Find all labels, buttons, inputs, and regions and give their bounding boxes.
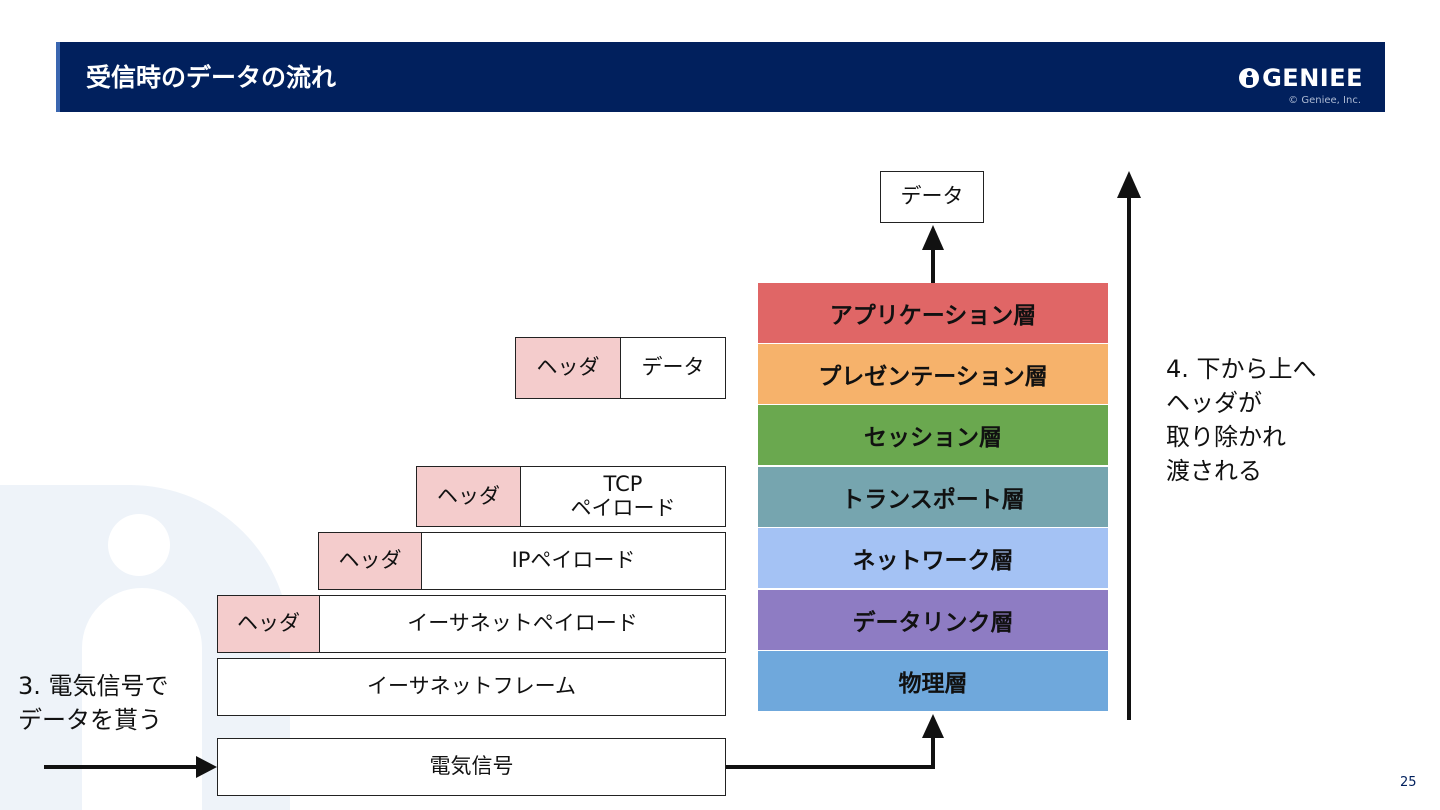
left-note-line1: 3. 電気信号で <box>18 672 169 700</box>
signal-to-physical-head <box>922 714 944 738</box>
osi-layer-4: トランスポート層 <box>758 467 1108 527</box>
row4-ethernet-payload-box: イーサネットペイロード <box>319 595 726 653</box>
geniee-logo-icon <box>1239 68 1260 88</box>
top-data-box: データ <box>880 171 984 223</box>
row3-ip-payload-box: IPペイロード <box>421 532 726 590</box>
row2-header-box: ヘッダ <box>416 466 521 527</box>
background-person-body <box>82 588 202 810</box>
copyright: © Geniee, Inc. <box>1288 95 1361 106</box>
left-note-line2: データを貰う <box>18 706 162 734</box>
header-bar: 受信時のデータの流れ GENIEE © Geniee, Inc. <box>56 42 1385 112</box>
tcp-payload-line1: TCP <box>603 472 643 497</box>
right-note-line1: 4. 下から上へ <box>1166 355 1317 383</box>
background-person-head <box>108 514 170 576</box>
right-note-line4: 渡される <box>1166 457 1262 485</box>
logo-text: GENIEE <box>1262 64 1363 92</box>
page-number: 25 <box>1400 775 1417 790</box>
osi-layer-3: セッション層 <box>758 405 1108 465</box>
right-note-line3: 取り除かれ <box>1166 423 1286 451</box>
row3-header-box: ヘッダ <box>318 532 422 590</box>
left-note: 3. 電気信号で データを貰う <box>18 669 169 737</box>
app-to-data-head <box>922 225 944 250</box>
right-note-line2: ヘッダが <box>1166 389 1262 417</box>
row2-tcp-payload-box: TCP ペイロード <box>520 466 726 527</box>
electric-signal-box: 電気信号 <box>217 738 726 796</box>
big-up-arrow-head <box>1117 171 1141 198</box>
tcp-payload-line2: ペイロード <box>570 495 676 520</box>
osi-layer-5: ネットワーク層 <box>758 528 1108 588</box>
right-note: 4. 下から上へ ヘッダが 取り除かれ 渡される <box>1166 352 1317 488</box>
osi-layer-1: アプリケーション層 <box>758 283 1108 343</box>
osi-layer-7: 物理層 <box>758 651 1108 711</box>
ethernet-frame-box: イーサネットフレーム <box>217 658 726 716</box>
osi-layer-6: データリンク層 <box>758 590 1108 650</box>
geniee-logo: GENIEE <box>1239 64 1363 92</box>
row1-data-box: データ <box>620 337 726 399</box>
incoming-arrow-head <box>196 756 217 778</box>
page-title: 受信時のデータの流れ <box>86 63 337 92</box>
osi-layer-2: プレゼンテーション層 <box>758 344 1108 404</box>
signal-to-physical-line <box>726 735 935 769</box>
